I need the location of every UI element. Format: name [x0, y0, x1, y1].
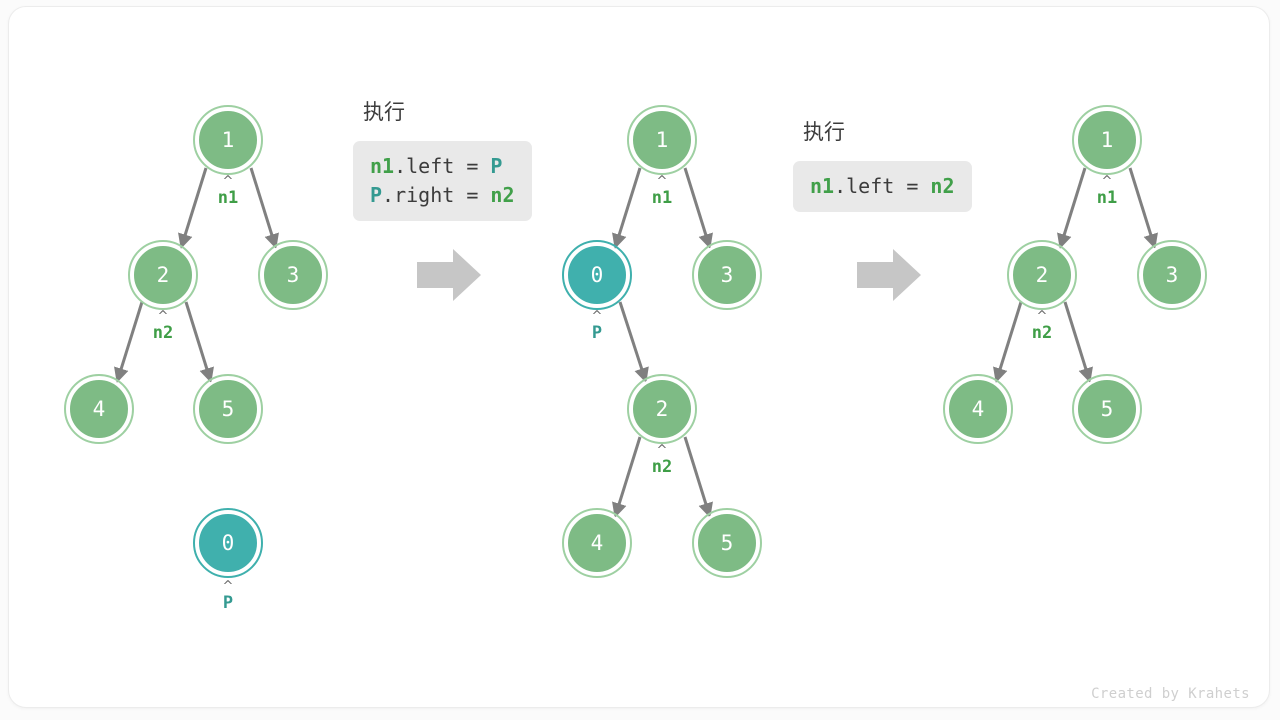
tree3-pointer-n1: ^ n1: [1072, 174, 1142, 208]
edge-2-4: [114, 301, 144, 384]
node-value: 5: [1100, 396, 1114, 421]
pointer-label: n1: [651, 188, 673, 208]
tree3-node-5[interactable]: 5: [1072, 374, 1142, 444]
tree1-node-1[interactable]: 1: [193, 105, 263, 175]
pointer-label: n2: [651, 457, 673, 477]
edge3-2-4: [993, 301, 1023, 384]
caret-icon: ^: [222, 579, 234, 594]
node-value: 0: [221, 530, 235, 555]
credit-text: Created by Krahets: [1091, 686, 1250, 702]
step2-code-line-1: n1.left = P: [370, 152, 515, 181]
code-token-var: n1: [370, 154, 395, 178]
edge3-1-3: [1128, 167, 1158, 250]
step2-code-line-2: P.right = n2: [370, 181, 515, 210]
tree2-node-3[interactable]: 3: [692, 240, 762, 310]
transition-arrow-2: [857, 249, 921, 301]
code-token-var: n2: [930, 174, 955, 198]
code-token-var: P: [370, 183, 383, 207]
tree3-node-3[interactable]: 3: [1137, 240, 1207, 310]
tree1-node-5[interactable]: 5: [193, 374, 263, 444]
tree3-node-1[interactable]: 1: [1072, 105, 1142, 175]
tree1-node-3[interactable]: 3: [258, 240, 328, 310]
node-value: 2: [1035, 262, 1049, 287]
tree3-pointer-n2: ^ n2: [1007, 309, 1077, 343]
caret-icon: ^: [656, 443, 668, 458]
step3-code-line-1: n1.left = n2: [810, 172, 955, 201]
code-token-var: n2: [490, 183, 515, 207]
node-value: 1: [1100, 127, 1114, 152]
step3-code-block: n1.left = n2: [793, 161, 972, 212]
tree1-node-2[interactable]: 2: [128, 240, 198, 310]
tree2-node-2[interactable]: 2: [627, 374, 697, 444]
edge2-1-3: [683, 167, 713, 250]
tree2-node-0[interactable]: 0: [562, 240, 632, 310]
tree3-node-4[interactable]: 4: [943, 374, 1013, 444]
node-value: 4: [590, 530, 604, 555]
caret-icon: ^: [157, 309, 169, 324]
caret-icon: ^: [222, 174, 234, 189]
code-token-var: P: [490, 154, 503, 178]
pointer-label: P: [591, 323, 603, 343]
pointer-label: P: [222, 593, 234, 613]
tree1-pointer-n1: ^ n1: [193, 174, 263, 208]
edge3-2-5: [1063, 301, 1093, 384]
edge-1-3: [249, 167, 279, 250]
caret-icon: ^: [1101, 174, 1113, 189]
node-value: 0: [590, 262, 604, 287]
node-value: 1: [221, 127, 235, 152]
node-value: 2: [156, 262, 170, 287]
node-value: 4: [971, 396, 985, 421]
step2-title: 执行: [363, 100, 405, 124]
tree2-node-5[interactable]: 5: [692, 508, 762, 578]
edge3-1-2: [1057, 167, 1087, 250]
edge-1-2: [178, 167, 208, 250]
node-value: 2: [655, 396, 669, 421]
caret-icon: ^: [1036, 309, 1048, 324]
transition-arrow-1: [417, 249, 481, 301]
tree2-pointer-n2: ^ n2: [627, 443, 697, 477]
code-token-expr: .left =: [834, 174, 931, 198]
pointer-label: n2: [1031, 323, 1053, 343]
pointer-label: n2: [152, 323, 174, 343]
node-value: 5: [221, 396, 235, 421]
tree2-pointer-n1: ^ n1: [627, 174, 697, 208]
edge2-2-4: [612, 436, 642, 519]
node-value: 1: [655, 127, 669, 152]
node-value: 3: [1165, 262, 1179, 287]
tree1-node-0-detached[interactable]: 0: [193, 508, 263, 578]
edge-2-5: [184, 301, 214, 384]
tree1-pointer-n2: ^ n2: [128, 309, 198, 343]
tree1-pointer-p: ^ P: [193, 579, 263, 613]
code-token-var: n1: [810, 174, 835, 198]
pointer-label: n1: [217, 188, 239, 208]
node-value: 3: [720, 262, 734, 287]
edge2-2-5: [683, 436, 713, 519]
caret-icon: ^: [591, 309, 603, 324]
node-value: 4: [92, 396, 106, 421]
step3-title: 执行: [803, 120, 845, 144]
code-token-expr: .left =: [394, 154, 491, 178]
tree2-node-4[interactable]: 4: [562, 508, 632, 578]
code-token-expr: .right =: [382, 183, 491, 207]
node-value: 5: [720, 530, 734, 555]
edge2-1-0: [612, 167, 642, 250]
node-value: 3: [286, 262, 300, 287]
tree3-node-2[interactable]: 2: [1007, 240, 1077, 310]
tree1-node-4[interactable]: 4: [64, 374, 134, 444]
tree2-node-1[interactable]: 1: [627, 105, 697, 175]
tree2-pointer-p: ^ P: [562, 309, 632, 343]
step2-code-block: n1.left = P P.right = n2: [353, 141, 532, 221]
caret-icon: ^: [656, 174, 668, 189]
pointer-label: n1: [1096, 188, 1118, 208]
edge2-0-2: [618, 301, 649, 383]
